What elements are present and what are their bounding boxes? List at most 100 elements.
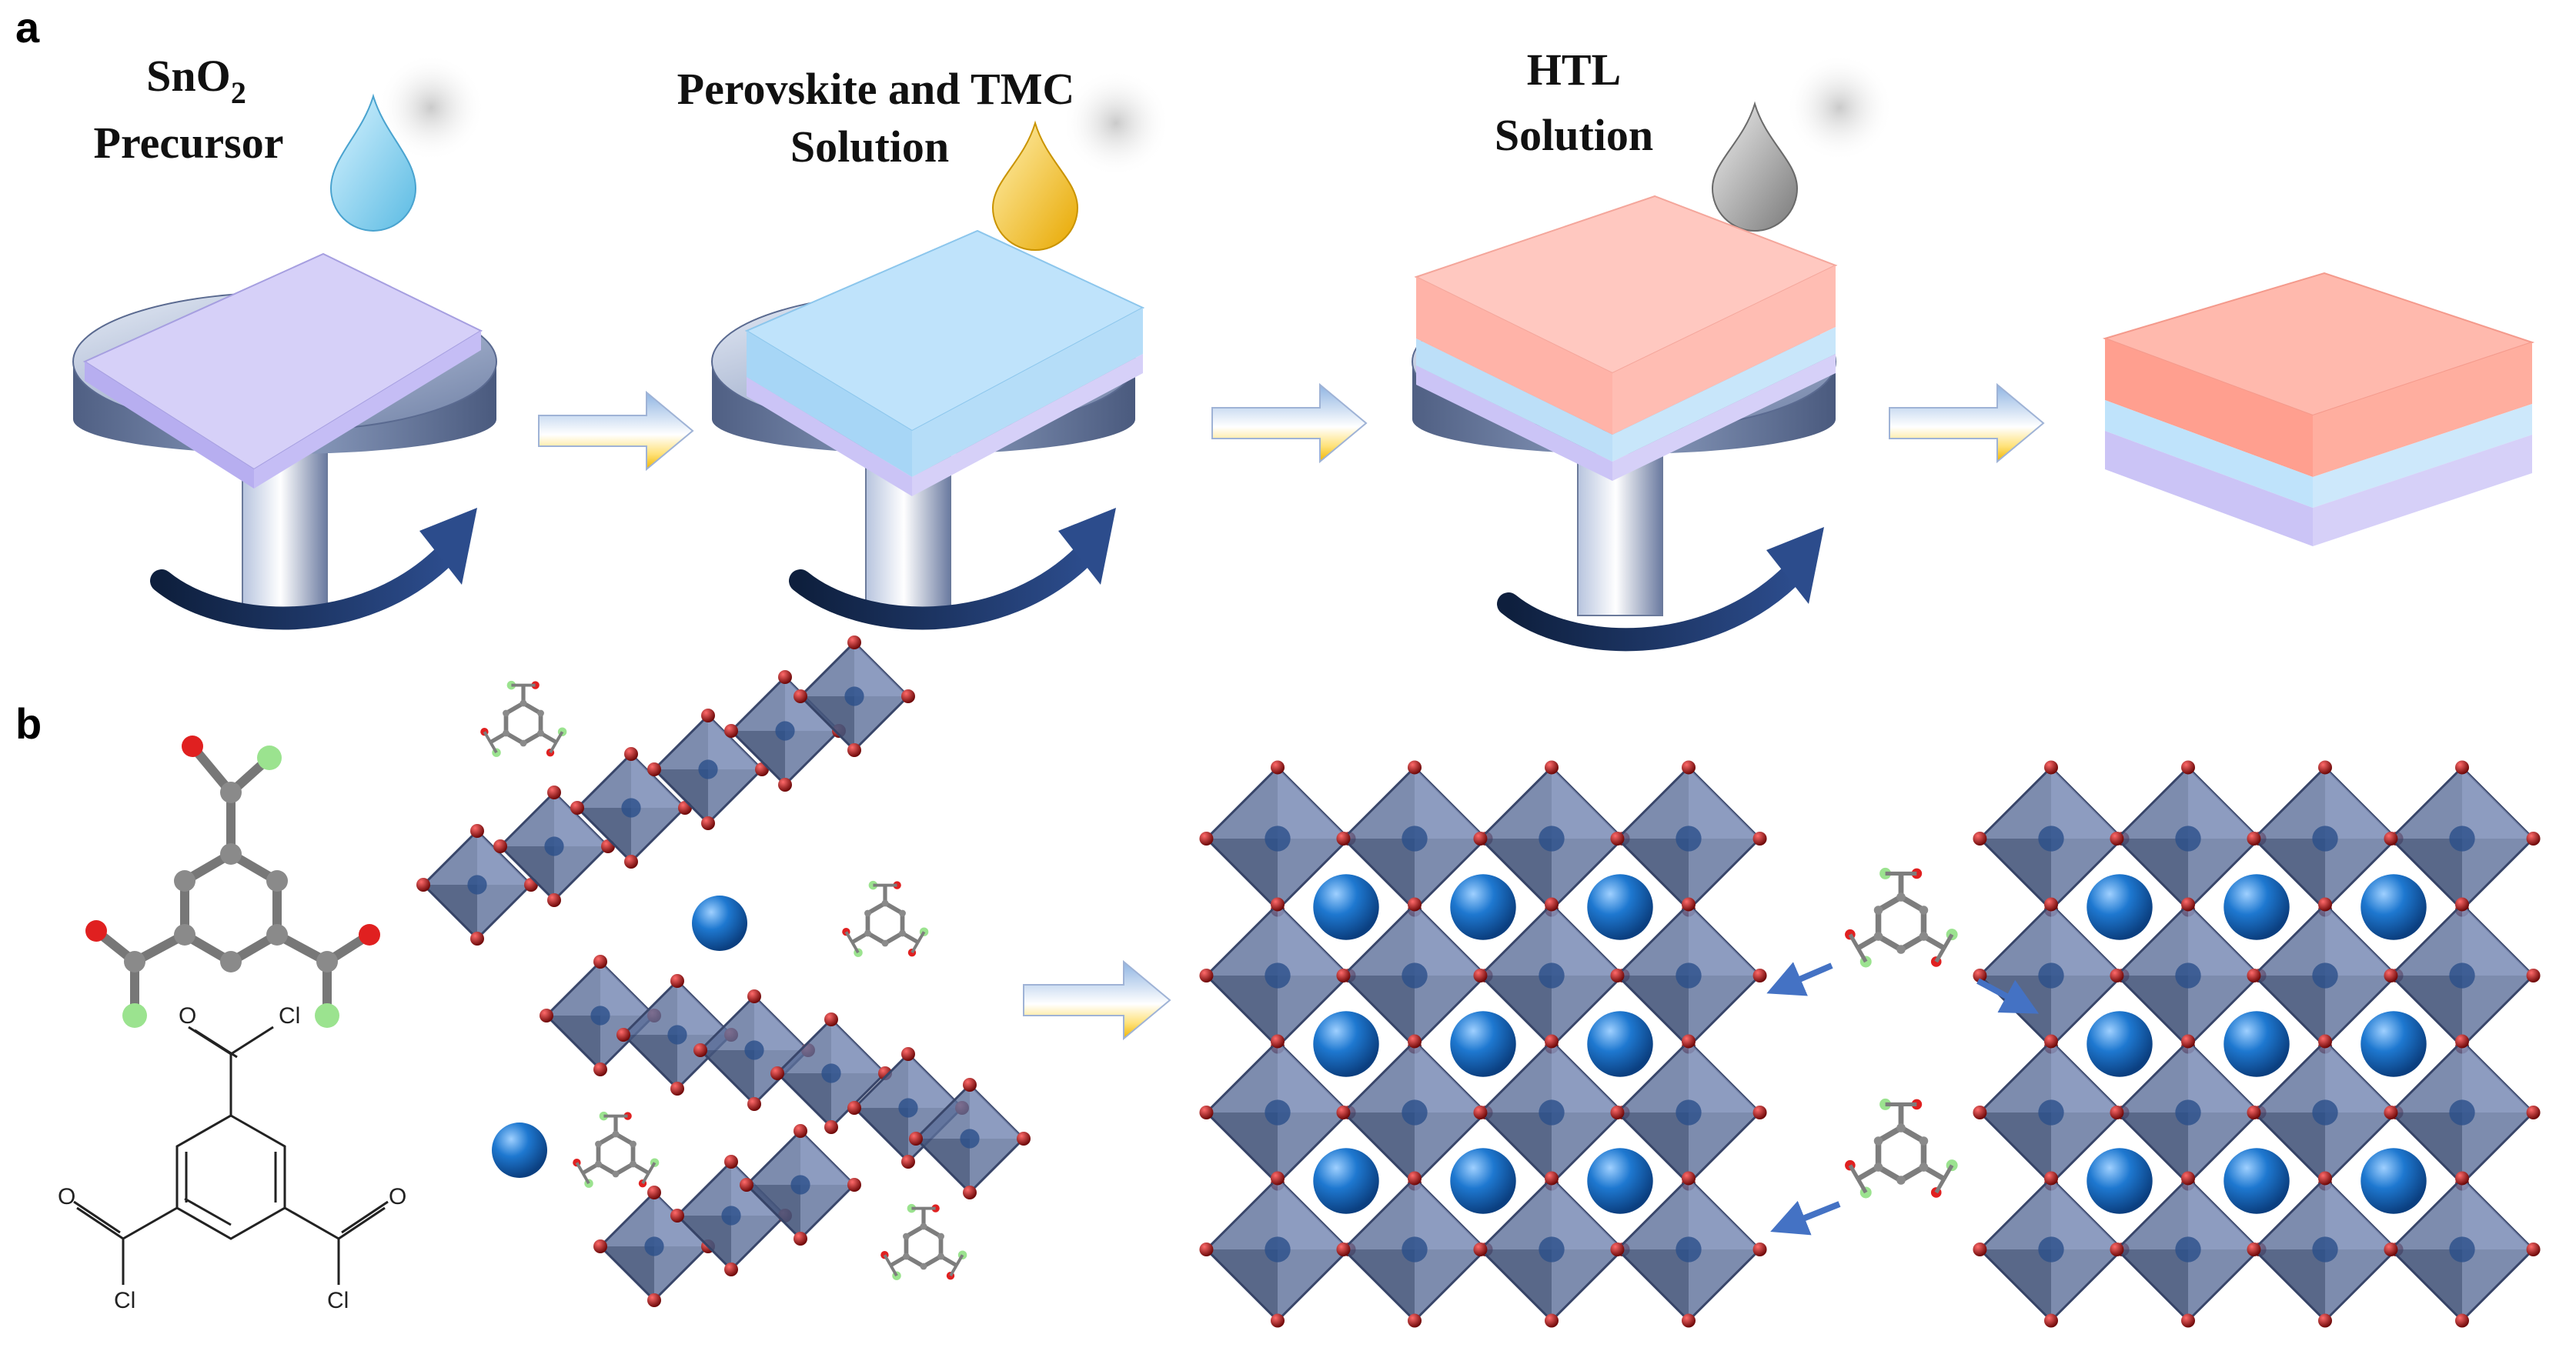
panel-a-letter: a <box>15 3 40 52</box>
halide-atom <box>778 670 792 684</box>
halide-atom <box>616 1028 630 1042</box>
tmc-molecule-icon <box>1845 867 1958 968</box>
octahedron <box>770 1012 892 1134</box>
octahedron <box>2110 760 2267 917</box>
halide-atom <box>901 689 915 703</box>
rotation-arrow-icon <box>789 542 1097 630</box>
halide-atom <box>1408 1313 1422 1328</box>
octahedron <box>1973 1171 2130 1328</box>
halide-atom <box>1408 897 1422 912</box>
ordered-perovskite-lattice-left <box>1199 760 1767 1328</box>
halide-atom <box>2455 760 2469 775</box>
halide-atom <box>2110 969 2124 982</box>
atom-label: Cl <box>327 1288 349 1313</box>
atom-label: O <box>179 1003 196 1029</box>
halide-atom <box>2384 969 2398 982</box>
cation-sphere <box>1450 874 1516 940</box>
halide-atom <box>2247 1243 2261 1256</box>
rotation-arrow-icon <box>1497 562 1805 652</box>
octahedron <box>740 1124 861 1246</box>
droplet-icon-gray <box>1711 54 1893 232</box>
halide-atom <box>778 778 792 792</box>
tmc-molecule-icon <box>880 1203 967 1280</box>
cation-sphere <box>2087 874 2153 940</box>
cation-sphere <box>1450 1148 1516 1214</box>
droplet-icon-gold <box>991 69 1170 251</box>
flow-arrow-icon-b <box>1023 959 1171 1041</box>
halide-atom <box>1752 1106 1767 1119</box>
octahedron <box>1973 760 2130 917</box>
halide-atom <box>847 1101 861 1115</box>
spin-coater-step1 <box>72 252 497 630</box>
octahedron <box>1473 1034 1630 1191</box>
halide-atom <box>909 1132 923 1146</box>
halide-atom <box>547 893 561 907</box>
halide-atom <box>2247 1106 2261 1119</box>
halide-atom <box>2181 897 2195 912</box>
halide-atom <box>1271 897 1285 912</box>
halide-atom <box>1408 760 1422 775</box>
flow-arrow-icon-1 <box>538 390 694 472</box>
halide-atom <box>847 743 861 757</box>
atom-label: Cl <box>114 1288 135 1313</box>
halide-atom <box>724 1263 738 1276</box>
halide-atom <box>1682 1313 1696 1328</box>
step3-label-line1: HTL <box>1527 45 1622 95</box>
halide-atom <box>2526 832 2541 846</box>
halide-atom <box>2455 1034 2469 1049</box>
halide-atom <box>1473 969 1488 982</box>
halide-atom <box>1973 832 1987 846</box>
halide-atom <box>794 689 807 703</box>
halide-atom <box>701 816 715 830</box>
step2-label-line1: Perovskite and TMC <box>677 64 1075 114</box>
halide-atom <box>670 1209 684 1223</box>
halide-atom <box>1545 897 1559 912</box>
flow-arrow-icon-3 <box>1889 382 2045 464</box>
halide-atom <box>747 989 761 1003</box>
halide-atom <box>1545 760 1559 775</box>
halide-atom <box>740 1178 753 1192</box>
tmc-molecule-icon <box>842 880 929 957</box>
halide-atom <box>794 1124 807 1138</box>
halide-atom <box>2044 760 2058 775</box>
rotation-arrow-icon <box>150 542 458 630</box>
halide-atom <box>1473 1243 1488 1256</box>
halide-atom <box>647 1186 661 1199</box>
halide-atom <box>2384 1106 2398 1119</box>
halide-atom <box>2044 1034 2058 1049</box>
octahedron <box>2247 897 2404 1054</box>
atom-label: O <box>389 1184 406 1209</box>
cation-sphere <box>2224 874 2290 940</box>
cation-sphere <box>2224 1011 2290 1077</box>
halide-atom <box>470 932 484 946</box>
halide-atom <box>593 955 607 969</box>
halide-atom <box>593 1239 607 1253</box>
halide-atom <box>1973 1243 1987 1256</box>
halide-atom <box>963 1078 977 1092</box>
halide-atom <box>2044 1313 2058 1328</box>
octahedron <box>416 824 538 946</box>
octahedron <box>909 1078 1031 1199</box>
tmc-ball-stick-model <box>85 736 380 1028</box>
halide-atom <box>2526 1106 2541 1119</box>
halide-atom <box>1199 969 1214 982</box>
halide-atom <box>416 878 430 892</box>
octahedron <box>1336 1034 1493 1191</box>
halide-atom <box>2181 1171 2195 1186</box>
halide-atom <box>1271 1313 1285 1328</box>
cation-sphere <box>2087 1011 2153 1077</box>
halide-atom <box>2181 1313 2195 1328</box>
tmc-molecule-icon <box>1845 1098 1958 1199</box>
cation-sphere <box>2360 874 2427 940</box>
halide-atom <box>624 855 638 869</box>
interaction-arrow-icon <box>1976 978 2040 1014</box>
spin-coater-step2 <box>711 229 1145 630</box>
interaction-arrow-icon <box>1766 962 1833 996</box>
halide-atom <box>2526 969 2541 982</box>
halide-atom <box>794 1232 807 1246</box>
step1-label-line2: Precursor <box>94 118 284 168</box>
halide-atom <box>824 1012 838 1026</box>
step1-label-line1: SnO2 <box>146 51 246 110</box>
halide-atom <box>470 824 484 838</box>
